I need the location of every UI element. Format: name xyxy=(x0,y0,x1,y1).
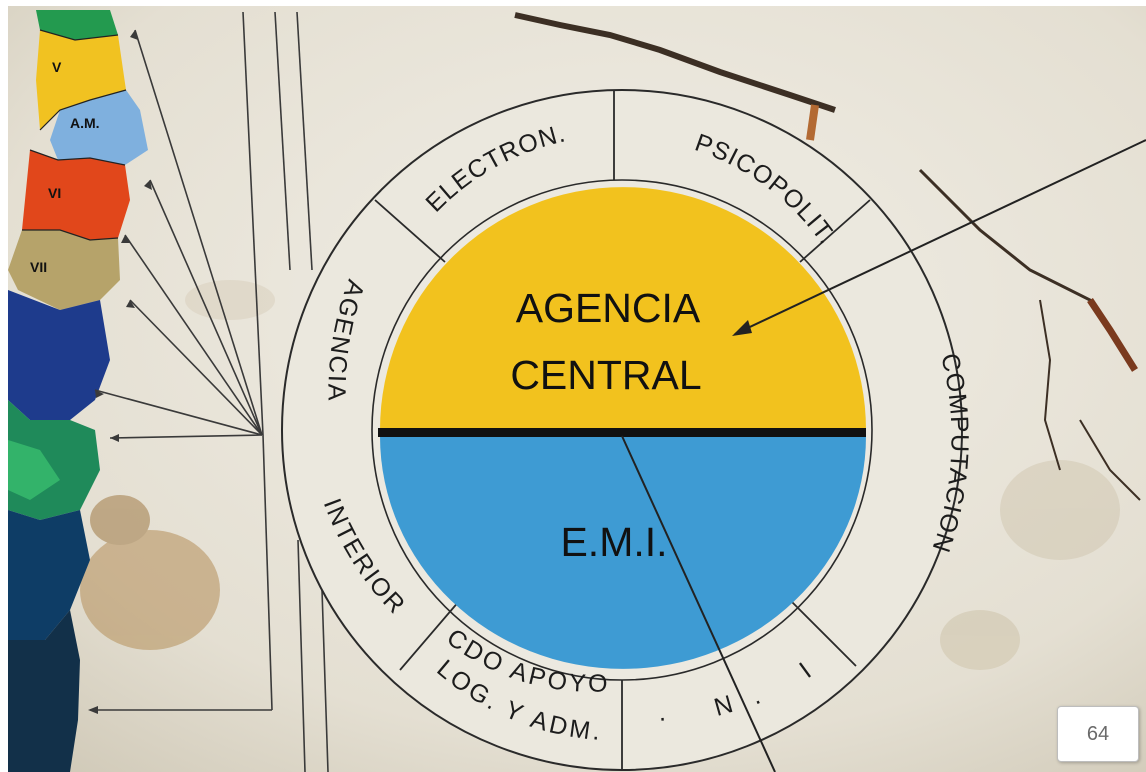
region-label-vii: VII xyxy=(30,259,47,275)
arrow-head xyxy=(732,320,752,336)
pointer-arrow xyxy=(621,139,1146,772)
wall-cracks xyxy=(514,12,1141,501)
emi-label: E.M.I. xyxy=(560,519,667,565)
center-label-line1: AGENCIA xyxy=(516,285,701,331)
center-label-line2: CENTRAL xyxy=(510,352,701,398)
segment-dividers xyxy=(374,90,871,770)
region-label-vi: VI xyxy=(48,185,61,201)
agencia-central-half xyxy=(380,187,866,430)
connector-lines xyxy=(90,11,329,772)
photo-number-tag: 64 xyxy=(1057,706,1139,762)
region-label-am: A.M. xyxy=(70,115,100,131)
region-label-v: V xyxy=(52,59,62,75)
arrow-heads xyxy=(88,30,152,714)
region-map: V A.M. VI VII xyxy=(8,10,148,772)
center-divider xyxy=(378,428,866,437)
emi-half xyxy=(380,436,866,669)
